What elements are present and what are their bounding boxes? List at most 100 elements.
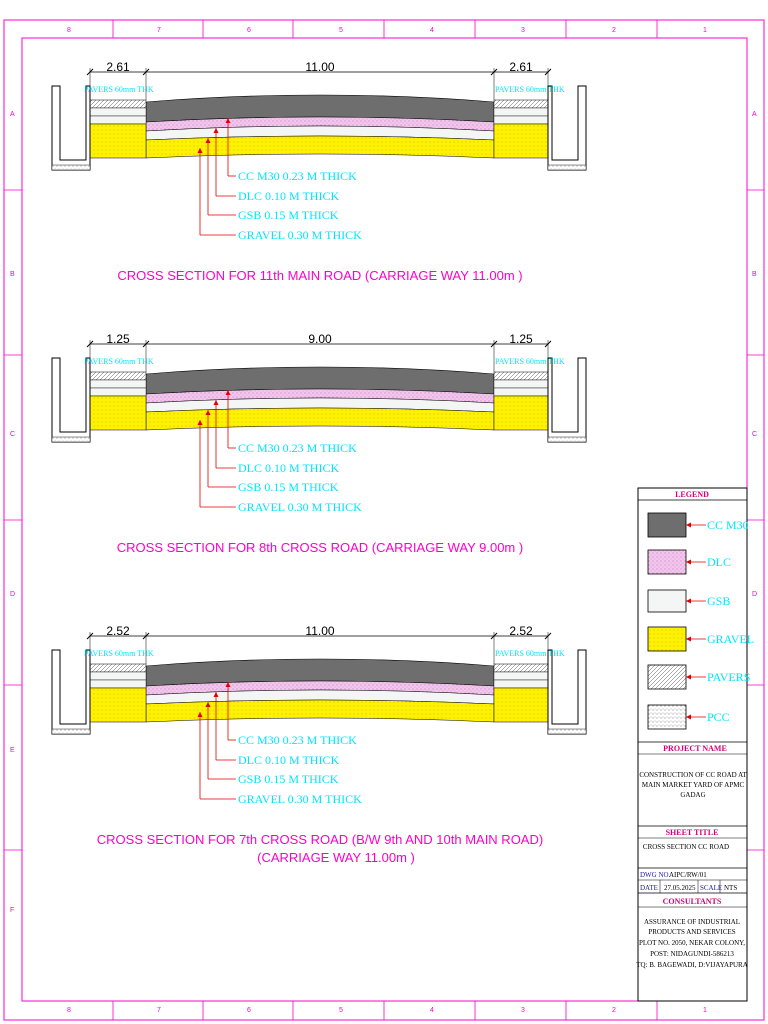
drain-left-pcc (51, 164, 91, 171)
leader-arrow (213, 692, 219, 697)
project-line: GADAG (680, 791, 705, 799)
dimension-tick-mark (544, 68, 552, 76)
dimension-left: 1.25 (106, 332, 130, 346)
paver-gsb-layer (493, 115, 549, 125)
zone-number: 6 (247, 27, 251, 34)
zone-number: 6 (247, 1007, 251, 1014)
pavers-label-left: PAVERS 60mm THK (84, 649, 154, 658)
zone-letters-right: A B C D (752, 111, 757, 598)
pavers-label-left: PAVERS 60mm THK (84, 85, 154, 94)
dimension-tick-mark (142, 340, 150, 348)
legend-item: PAVERS (647, 664, 750, 690)
legend-swatch-cc (647, 512, 687, 538)
drain-left (51, 649, 91, 735)
dimension-tick-mark (490, 340, 498, 348)
layer-label: DLC 0.10 M THICK (238, 189, 339, 203)
zone-letter: B (10, 271, 15, 278)
layer-label: GRAVEL 0.30 M THICK (238, 792, 362, 806)
layer-gravel (145, 135, 495, 159)
zone-number: 3 (521, 27, 525, 34)
zone-number: 4 (430, 1007, 434, 1014)
section-title-line2: (CARRIAGE WAY 11.00m ) (257, 850, 415, 865)
pavers-label-right: PAVERS 60mm THK (495, 85, 565, 94)
section-title: CROSS SECTION FOR 11th MAIN ROAD (CARRIA… (117, 268, 522, 283)
leader-arrow (213, 128, 219, 133)
consultant-line: ASSURANCE OF INDUSTRIAL (644, 918, 740, 926)
dwg-no-value: AIPC/RW/01 (669, 871, 707, 879)
drain-right (547, 649, 587, 735)
paver-layer (89, 663, 147, 673)
dimension-tick-mark (142, 68, 150, 76)
dimension-right: 2.52 (509, 624, 533, 638)
drain-right-pcc (547, 164, 587, 171)
zone-letter: C (10, 431, 15, 438)
consultant-line: PRODUCTS AND SERVICES (648, 928, 735, 936)
paver-bed-layer (493, 379, 549, 389)
dimension-center: 11.00 (305, 60, 334, 74)
consultant-line: PLOT NO. 2050, NEKAR COLONY, (639, 939, 745, 947)
scale-label: SCALE (700, 884, 722, 892)
leader-arrow (197, 712, 203, 717)
paver-layer (89, 371, 147, 381)
dimension-center: 9.00 (308, 332, 332, 346)
leader-arrow (225, 390, 231, 395)
drain-right (547, 85, 587, 171)
dwg-no-label: DWG NO. (640, 871, 671, 879)
zone-number: 2 (612, 1007, 616, 1014)
legend-label: PAVERS (707, 670, 750, 684)
date-value: 27.05.2025 (664, 884, 696, 892)
zone-letter: A (752, 111, 757, 118)
paver-gravel-layer (89, 395, 147, 431)
layer-label: GSB 0.15 M THICK (238, 208, 339, 222)
layer-label: DLC 0.10 M THICK (238, 461, 339, 475)
sheet-title: CROSS SECTION CC ROAD (643, 843, 729, 851)
project-name-heading: PROJECT NAME (663, 744, 727, 753)
section-title: CROSS SECTION FOR 8th CROSS ROAD (CARRIA… (117, 540, 523, 555)
paver-bed-layer (89, 379, 147, 389)
zone-ticks (4, 20, 764, 1020)
dimension-tick-mark (86, 340, 94, 348)
zone-number: 5 (339, 27, 343, 34)
leader-arrow (197, 420, 203, 425)
paver-layer (493, 371, 549, 381)
dimension-left: 2.61 (106, 60, 130, 74)
paver-gsb-layer (89, 679, 147, 689)
leader-arrow (205, 138, 211, 143)
section-title: CROSS SECTION FOR 7th CROSS ROAD (B/W 9t… (97, 832, 543, 847)
paver-gsb-layer (89, 115, 147, 125)
zone-number: 1 (703, 1007, 707, 1014)
pavers-label-right: PAVERS 60mm THK (495, 649, 565, 658)
paver-gravel-layer (493, 687, 549, 723)
paver-bed-layer (89, 107, 147, 117)
zone-letter: E (10, 747, 15, 754)
date-label: DATE (640, 884, 658, 892)
layer-label: GSB 0.15 M THICK (238, 772, 339, 786)
dimension-right: 1.25 (509, 332, 533, 346)
dimension-tick-mark (544, 340, 552, 348)
consultant-line: TQ: B. BAGEWADI, D:VIJAYAPURA (636, 961, 748, 969)
project-line: CONSTRUCTION OF CC ROAD AT (639, 771, 747, 779)
paver-layer (493, 663, 549, 673)
dimension-tick-mark (544, 632, 552, 640)
drain-right-pcc (547, 436, 587, 443)
zone-number: 7 (157, 27, 161, 34)
dimension-tick-mark (86, 632, 94, 640)
drain-left (51, 357, 91, 443)
zone-letter: D (10, 591, 15, 598)
zone-number: 8 (67, 27, 71, 34)
pavers-label-left: PAVERS 60mm THK (84, 357, 154, 366)
zone-number: 1 (703, 27, 707, 34)
legend-swatch-pcc (647, 704, 687, 730)
legend-item: DLC (647, 549, 731, 575)
legend-swatch-gravel (647, 626, 687, 652)
zone-letter: C (752, 431, 757, 438)
legend-item: CC M30 (647, 512, 749, 538)
paver-gravel-layer (493, 395, 549, 431)
layer-label: GSB 0.15 M THICK (238, 480, 339, 494)
leader-arrow (205, 410, 211, 415)
